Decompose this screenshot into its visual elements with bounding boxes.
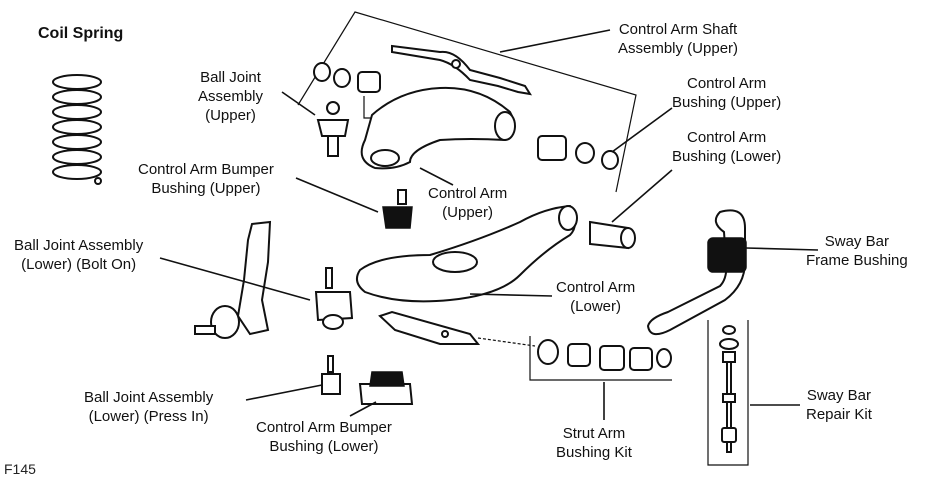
label-control-arm-bumper-upper: Control Arm Bumper Bushing (Upper) [138, 160, 274, 198]
label-line-1: Sway Bar [824, 233, 889, 250]
strut-bushings-illustration [537, 339, 672, 371]
sway-bar-illustration [646, 209, 747, 336]
upper-shaft-bushings-illustration [313, 62, 384, 119]
figure-code: F145 [4, 461, 36, 477]
label-line-2: (Upper) [442, 204, 494, 221]
label-sway-bar-frame-bushing: Sway Bar Frame Bushing [806, 232, 908, 270]
bumper-bushing-lower-illustration [358, 371, 414, 405]
label-line-2: Bushing (Upper) [672, 94, 782, 111]
lower-control-arm-bushing-illustration [589, 220, 636, 250]
label-line-3: (Upper) [205, 107, 256, 124]
label-line-2: (Lower) (Bolt On) [21, 256, 137, 273]
label-control-arm-bushing-lower: Control Arm Bushing (Lower) [672, 128, 781, 166]
leader-lines [159, 29, 819, 420]
label-control-arm-lower: Control Arm (Lower) [556, 278, 635, 316]
label-line-2: Bushing (Lower) [672, 148, 782, 165]
label-line-2: Frame Bushing [806, 252, 908, 269]
sway-bar-kit-bracket [707, 320, 749, 466]
label-coil-spring: Coil Spring [38, 25, 124, 42]
ball-joint-lower-bolt-on-illustration [314, 267, 354, 330]
ball-joint-lower-press-in-illustration [321, 355, 341, 395]
label-line-1: Strut Arm [562, 425, 626, 442]
upper-group-bracket [297, 11, 637, 193]
label-line-2: Bushing Kit [556, 444, 632, 461]
label-sway-bar-repair-kit: Sway Bar Repair Kit [806, 386, 872, 424]
bumper-bushing-upper-illustration [382, 189, 413, 229]
label-line-1: Ball Joint [200, 69, 261, 86]
strut-arm-illustration [378, 310, 536, 347]
label-line-2: (Lower) [570, 298, 622, 315]
label-line-1: Control Arm [556, 279, 636, 296]
upper-control-arm-bushings-illustration [537, 135, 619, 170]
label-line-2: Bushing (Upper) [151, 180, 261, 197]
label-ball-joint-lower-press-in: Ball Joint Assembly (Lower) (Press In) [84, 388, 213, 426]
label-control-arm-upper: Control Arm (Upper) [428, 184, 507, 222]
lower-control-arm-illustration [355, 204, 578, 303]
label-line-1: Control Arm [428, 185, 508, 202]
ball-joint-upper-illustration [316, 101, 350, 157]
label-line-2: Repair Kit [806, 406, 872, 423]
label-line-2: Bushing (Lower) [269, 438, 379, 455]
control-arm-shaft-illustration [391, 44, 533, 96]
spindle-illustration [194, 220, 272, 339]
label-line-1: Ball Joint Assembly [84, 389, 214, 406]
label-line-1: Sway Bar [806, 387, 872, 404]
label-line-1: Control Arm [687, 129, 767, 146]
label-line-1: Ball Joint Assembly [14, 237, 144, 254]
coil-spring-illustration [52, 74, 102, 185]
label-line-2: Assembly (Upper) [618, 40, 739, 57]
label-line-1: Control Arm Shaft [618, 21, 738, 38]
label-ball-joint-upper: Ball Joint Assembly (Upper) [198, 68, 263, 125]
label-line-1: Control Arm Bumper [138, 161, 274, 178]
label-ball-joint-lower-bolt-on: Ball Joint Assembly (Lower) (Bolt On) [14, 236, 143, 274]
label-line-1: Control Arm Bumper [256, 419, 392, 436]
upper-control-arm-illustration [360, 86, 516, 170]
strut-kit-bracket [529, 336, 672, 381]
sway-bar-kit-illustration [719, 325, 739, 453]
label-line-2: Assembly [198, 88, 264, 105]
label-strut-arm-bushing-kit: Strut Arm Bushing Kit [556, 424, 632, 462]
label-control-arm-shaft-upper: Control Arm Shaft Assembly (Upper) [618, 20, 738, 58]
label-control-arm-bumper-lower: Control Arm Bumper Bushing (Lower) [256, 418, 392, 456]
label-line-1: Control Arm [687, 75, 767, 92]
label-line-2: (Lower) (Press In) [88, 408, 209, 425]
label-control-arm-bushing-upper: Control Arm Bushing (Upper) [672, 74, 781, 112]
